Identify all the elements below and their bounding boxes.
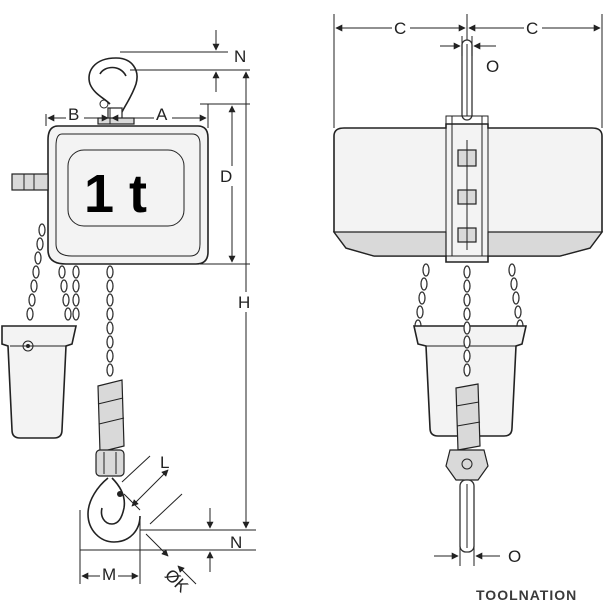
toolnation-watermark: TOOLNATION — [476, 587, 577, 603]
hoist-body: 1 t — [11, 125, 209, 265]
dim-N-top-label: N — [234, 47, 246, 66]
bottom-hook — [87, 477, 141, 543]
front-view: 1 t — [1, 30, 256, 597]
side-body — [332, 115, 604, 263]
dim-O-top-label: O — [486, 57, 499, 76]
dim-L-label: L — [160, 453, 169, 472]
dim-B-label: B — [68, 105, 79, 124]
side-load-chain — [445, 265, 489, 553]
side-view: C C O O — [332, 14, 604, 566]
dim-N-bottom-label: N — [230, 533, 242, 552]
chain-bucket — [1, 325, 77, 439]
dim-H-label: H — [238, 293, 250, 312]
watermark-text: TOOLNATION — [476, 587, 577, 603]
load-chain — [95, 265, 125, 477]
top-suspension — [461, 39, 473, 121]
dim-D-label: D — [220, 167, 232, 186]
side-bucket — [413, 325, 527, 437]
dim-M-label: M — [102, 565, 116, 584]
dim-C-right-label: C — [526, 19, 538, 38]
top-hook — [88, 57, 138, 125]
dim-A-label: A — [156, 105, 168, 124]
dim-K-label: ØK — [161, 565, 192, 596]
hand-chain-left — [26, 223, 80, 321]
dim-O-bottom-label: O — [508, 547, 521, 566]
capacity-label: 1 t — [84, 164, 147, 224]
dim-C-left-label: C — [394, 19, 406, 38]
